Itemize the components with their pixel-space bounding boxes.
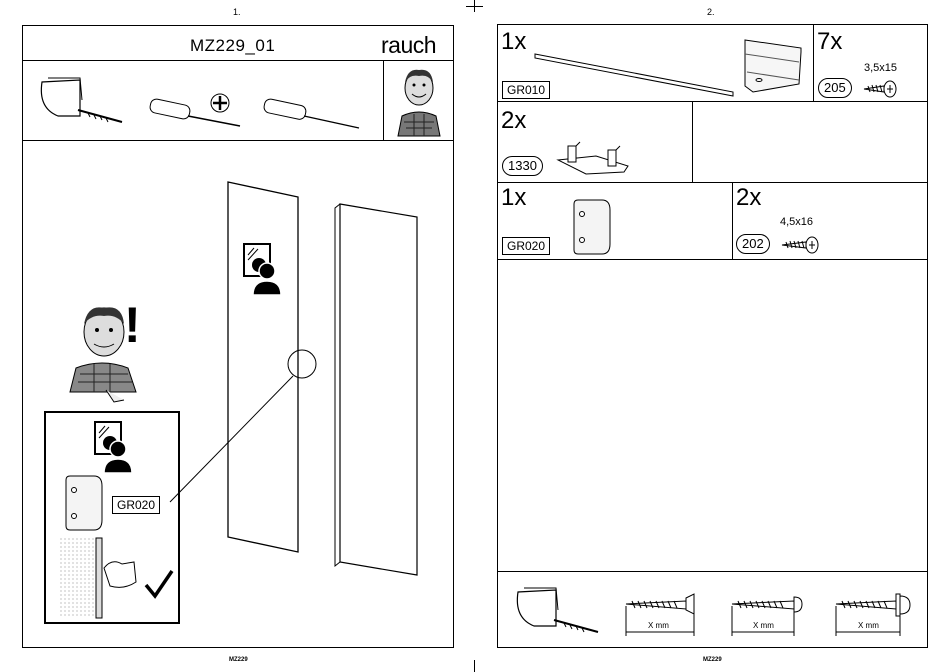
assembler-person-icon [394,64,444,136]
door-panels-illustration [225,180,425,580]
checkmark-icon [144,569,174,599]
dimension-label: X mm [648,621,669,630]
part-code-label: GR010 [502,81,550,99]
right-page-frame [497,24,928,648]
part-quantity: 1x [501,30,526,54]
right-bottom-divider [497,571,928,572]
part-code-label: GR020 [502,237,550,255]
page-title: MZ229_01 [190,36,275,56]
part-quantity: 2x [501,109,526,133]
right-row3-divider [497,259,928,260]
part-code-label: 202 [736,234,770,254]
rail-icon [533,36,808,98]
left-page-number: 1. [233,7,241,17]
mirror-person-icon [94,421,136,475]
part-quantity: 1x [501,186,526,210]
crop-mark-top-h [466,6,483,7]
left-footer-code: MZ229 [229,657,248,663]
mounting-hand-illustration [60,538,140,618]
screw-size-label: 4,5x16 [780,216,813,228]
part-code-label: 205 [818,78,852,98]
part-quantity: 2x [736,186,761,210]
fitting-icon [36,70,126,130]
right-footer-code: MZ229 [703,657,722,663]
hinge-plate-icon [62,474,106,532]
brand-logo: rauch [381,32,436,59]
screw-size-label: 3,5x15 [864,62,897,74]
screw-icon [862,80,898,98]
part-quantity: 7x [817,30,842,54]
right-page-number: 2. [707,7,715,17]
bracket-part-icon [556,140,632,176]
hinge-plate-icon [570,198,614,256]
right-row2-divider [497,182,928,183]
warning-exclamation: ! [124,300,141,350]
right-row1-vdivider [813,24,814,101]
right-row3-vdivider [732,182,733,259]
callout-part-code: GR020 [112,496,160,514]
mirror-person-icon [243,243,285,297]
fitting-icon [512,580,602,640]
crop-mark-bottom [474,660,475,672]
right-row1-divider [497,101,928,102]
screw-icon [780,236,820,254]
dimension-label: X mm [753,621,774,630]
dimension-label: X mm [858,621,879,630]
part-code-label: 1330 [502,156,543,176]
flat-screwdriver-icon [262,100,362,134]
phillips-cross-icon [209,92,231,114]
left-tools-vdivider [383,60,384,140]
right-row2-vdivider [692,101,693,182]
left-tools-divider [22,140,454,141]
left-header-divider [22,60,454,61]
